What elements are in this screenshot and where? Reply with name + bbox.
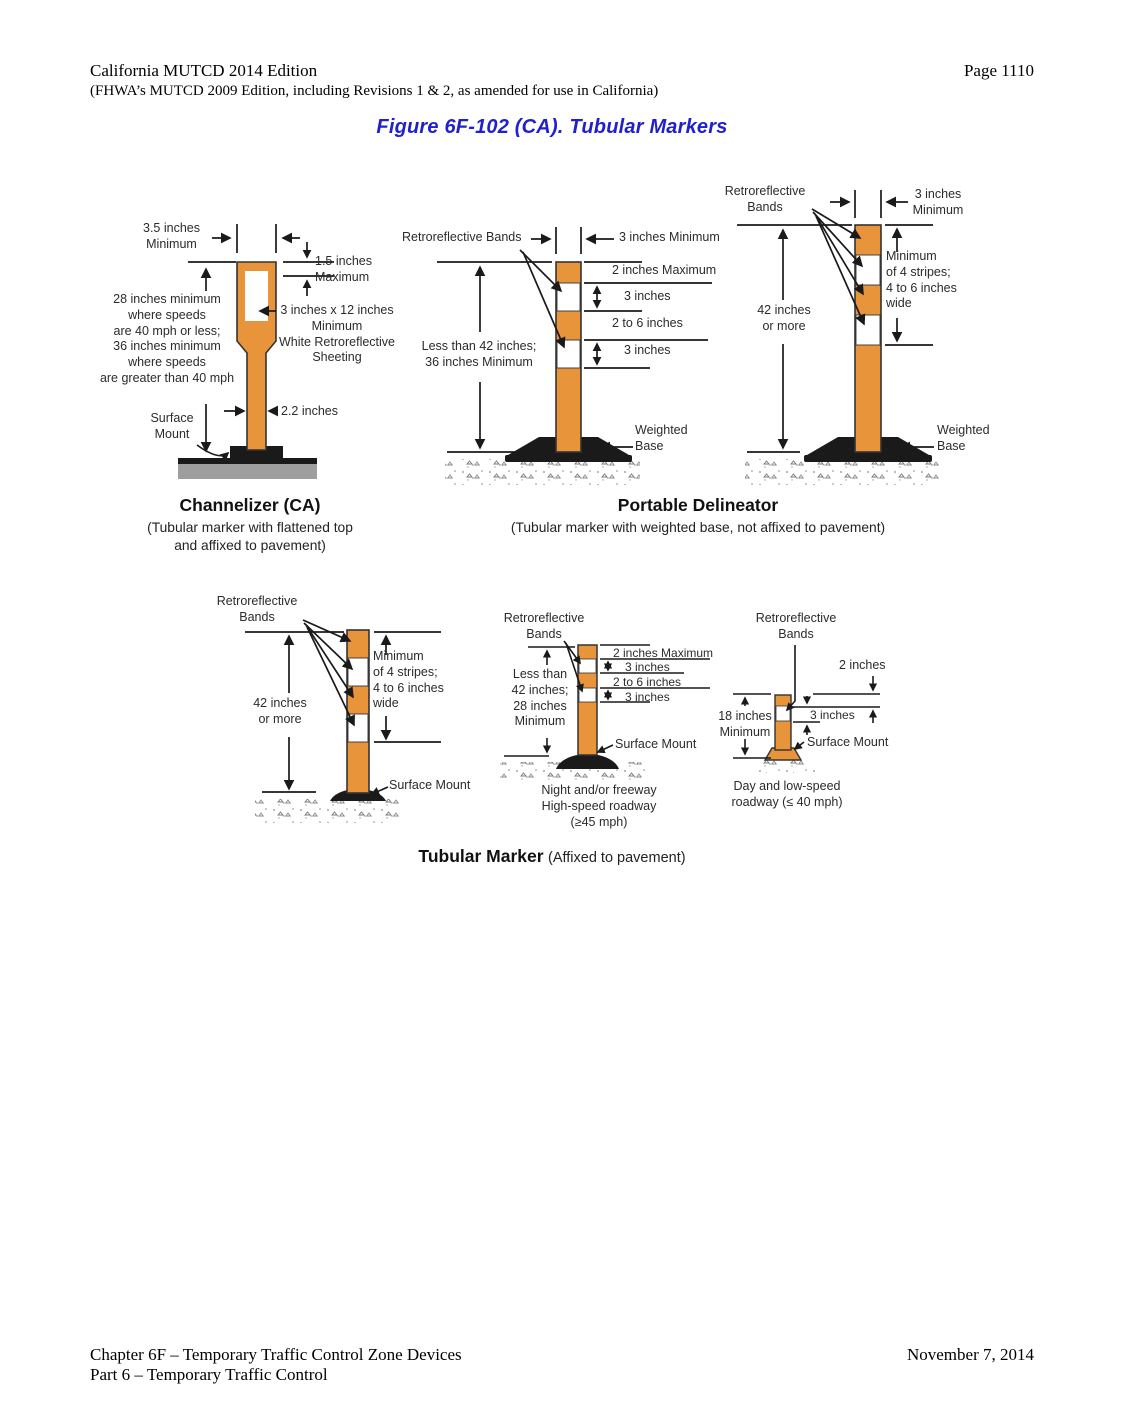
retroreflective-band (347, 657, 369, 687)
delineator-short-weighted-base-label: Weighted Base (635, 423, 688, 453)
delineator-dimension-lines (437, 227, 712, 453)
tubular-night-band-top-label: 2 inches Maximum (613, 646, 714, 660)
header-page-number: Page 1110 (963, 61, 1034, 80)
retroreflective-band (556, 282, 581, 312)
weighted-base-flange (804, 455, 932, 462)
delineator-tall-weighted-base-label: Weighted Base (937, 423, 990, 453)
surface-mount-base (230, 446, 283, 460)
portable-delineator-caption-subtitle: (Tubular marker with weighted base, not … (510, 520, 886, 535)
channelizer-post-width-label: 2.2 inches (281, 404, 338, 418)
tubular-night-bands-label: Retroreflective Bands (503, 611, 585, 641)
tubular-night-surface-mount-label: Surface Mount (615, 737, 697, 751)
channelizer-dimension-lines (188, 224, 334, 461)
tubular-night-band-3b-label: 3 inches (625, 690, 670, 704)
pavement-surface (178, 458, 317, 464)
tubular-day-surface-mount-label: Surface Mount (807, 735, 889, 749)
delineator-tall-height-label: 42 inches or more (757, 303, 811, 333)
ground-texture (745, 459, 940, 485)
tubular-tall-bands-label: Retroreflective Bands (216, 594, 298, 624)
portable-delineator-caption-title: Portable Delineator (617, 495, 779, 515)
tubular-tall-surface-mount-label: Surface Mount (389, 778, 471, 792)
pavement-slab (178, 464, 317, 479)
tubular-day-band-top-label: 2 inches (839, 658, 886, 672)
ground-texture (445, 459, 640, 485)
delineator-short-bands-label: Retroreflective Bands (402, 230, 522, 244)
tubular-post (346, 629, 370, 794)
tubular-night-band-3a-label: 3 inches (625, 660, 670, 674)
channelizer-top-width-label: 3.5 inches Minimum (143, 221, 200, 251)
channelizer-caption-title: Channelizer (CA) (179, 495, 321, 515)
delineator-tall-bands-label: Retroreflective Bands (724, 184, 806, 214)
footer-date: November 7, 2014 (906, 1345, 1034, 1364)
delineator-short-band-3b-label: 3 inches (624, 343, 671, 357)
tubular-dimension-lines (733, 645, 880, 759)
tubular-day-height-label: 18 inches Minimum (718, 709, 772, 739)
ground-texture (255, 799, 400, 823)
tubular-day-caption: Day and low-speed roadway (≤ 40 mph) (731, 779, 843, 809)
delineator-tall-width-label: 3 inches Minimum (912, 187, 964, 217)
ground-texture (753, 760, 815, 773)
footer-chapter: Chapter 6F – Temporary Traffic Control Z… (90, 1345, 462, 1364)
retroreflective-band (855, 254, 881, 286)
tubular-tall-height-label: 42 inches or more (253, 696, 307, 726)
delineator-tall-stripes-label: Minimum of 4 stripes; 4 to 6 inches wide (886, 249, 957, 311)
tubular-day-bands-label: Retroreflective Bands (755, 611, 837, 641)
tubular-marker-group-caption: Tubular Marker (Affixed to pavement) (0, 846, 1104, 867)
retroreflective-band (855, 314, 881, 346)
group-caption-subtitle: (Affixed to pavement) (548, 850, 686, 866)
delineator-short-band-3a-label: 3 inches (624, 289, 671, 303)
surface-mount-base (556, 754, 619, 769)
delineator-dimension-lines (737, 190, 934, 453)
delineator-short-band-mid-label: 2 to 6 inches (612, 316, 683, 330)
portable-delineator-tall-drawing (737, 190, 940, 485)
channelizer-sheeting-label: 3 inches x 12 inches Minimum White Retro… (278, 303, 395, 365)
channelizer-surface-mount-label: Surface Mount (150, 411, 194, 441)
retroreflective-sheeting-panel (245, 271, 268, 321)
figure-drawings (178, 190, 940, 823)
tubular-night-caption: Night and/or freeway High-speed roadway … (541, 783, 657, 829)
tubular-dimension-lines (245, 619, 441, 796)
tubular-night-band-mid-label: 2 to 6 inches (613, 675, 682, 689)
header-subtitle: (FHWA’s MUTCD 2009 Edition, including Re… (90, 83, 659, 99)
tubular-dimension-lines (504, 640, 710, 757)
header-title: California MUTCD 2014 Edition (90, 61, 318, 80)
retroreflective-band (578, 658, 597, 674)
weighted-base-flange (505, 455, 632, 462)
tubular-day-band-white-label: 3 inches (810, 708, 855, 722)
delineator-short-band-top-label: 2 inches Maximum (612, 263, 717, 277)
figure-title: Figure 6F-102 (CA). Tubular Markers (376, 116, 728, 138)
delineator-short-height-label: Less than 42 inches; 36 inches Minimum (421, 339, 537, 369)
retroreflective-band (556, 339, 581, 369)
tubular-day-drawing (733, 645, 880, 773)
channelizer-height-label: 28 inches minimum where speeds are 40 mp… (99, 292, 235, 385)
tubular-night-drawing (500, 640, 710, 780)
channelizer-thickness-label: 1.5 inches Maximum (315, 254, 372, 284)
group-caption-title: Tubular Marker (418, 846, 544, 866)
tubular-night-height-label: Less than 42 inches; 28 inches Minimum (511, 667, 569, 729)
portable-delineator-short-drawing (437, 227, 712, 485)
tubular-post (774, 694, 792, 751)
channelizer-caption-subtitle: (Tubular marker with flattened top and a… (147, 520, 353, 553)
footer-part: Part 6 – Temporary Traffic Control (90, 1365, 328, 1384)
tubular-tall-drawing (245, 619, 441, 823)
delineator-short-width-label: 3 inches Minimum (619, 230, 720, 244)
channelizer-drawing (178, 224, 334, 479)
tubular-tall-stripes-label: Minimum of 4 stripes; 4 to 6 inches wide (373, 649, 444, 711)
